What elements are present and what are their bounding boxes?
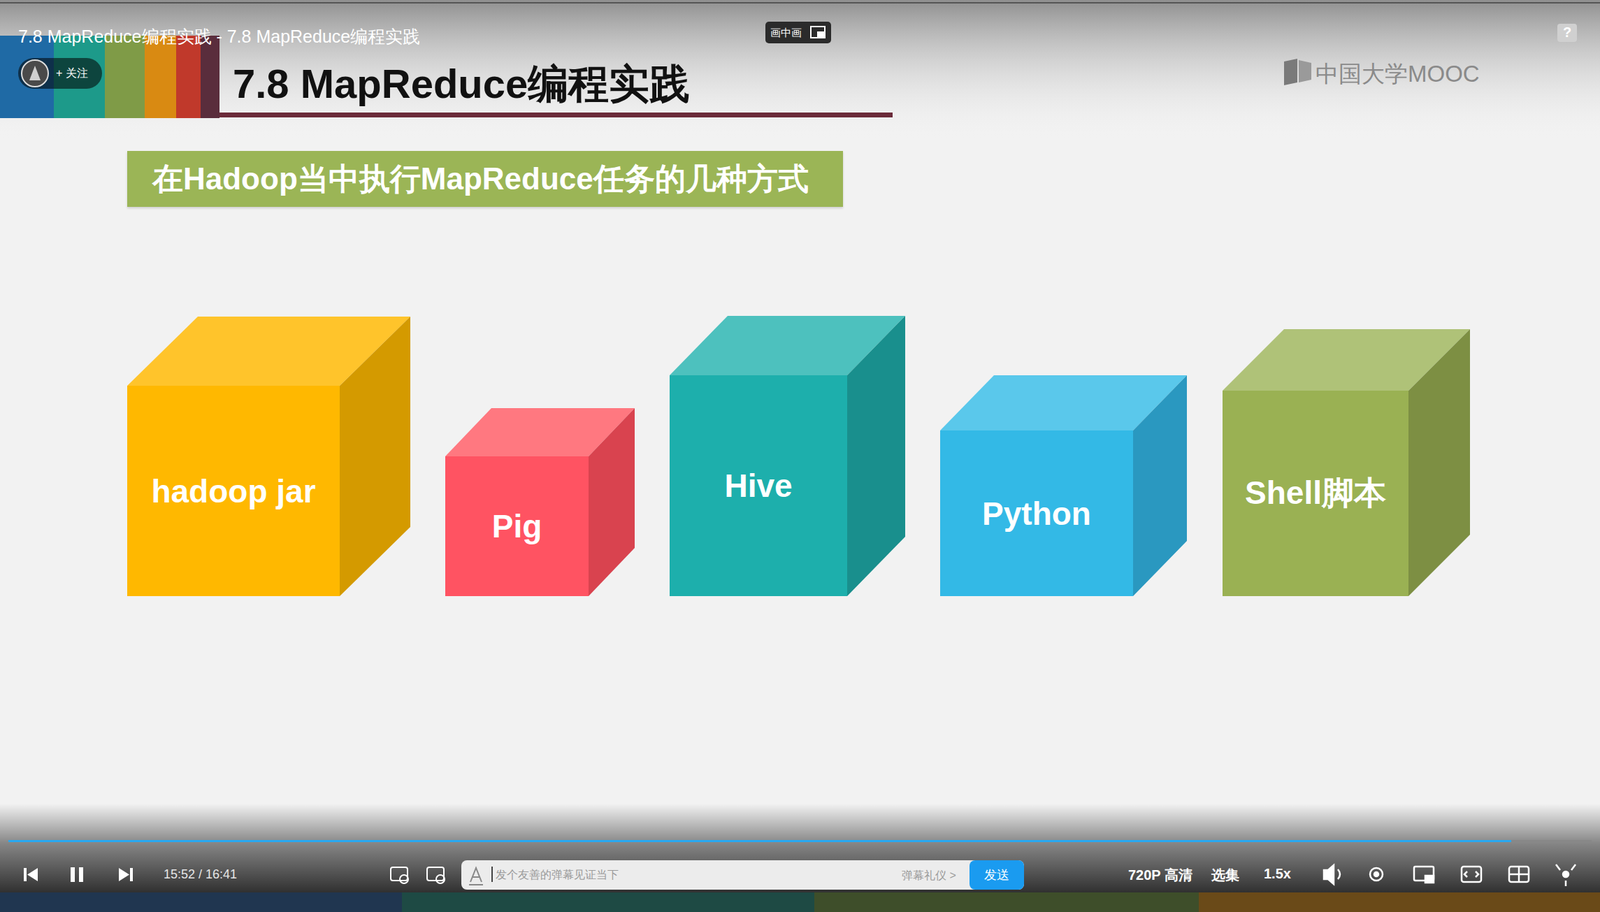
send-button [969,860,1025,890]
follow-pill [18,58,103,89]
danmaku-icons [390,867,445,884]
danmaku-input [461,860,1025,890]
speed-select: 1.5x [1263,866,1292,883]
cube-shape [940,375,1187,597]
avatar [21,60,49,87]
avatar-figure [29,65,41,81]
slide-title: 7.8 MapReduce编程实践 [232,57,690,112]
follow-text: + 关注 [55,66,89,82]
heading-band: 在Hadoop当中执行MapReduce任务的几种方式 [127,150,843,207]
cube-shape [669,315,906,597]
cube-shape [445,408,635,597]
cube-box: Python [940,375,1187,597]
cube-label: Python [940,494,1134,533]
mooc-logo: 中国大学MOOC [1315,58,1480,91]
mooc-logo-icon [1284,58,1312,86]
input-caret [491,866,493,883]
danmaku-rules: 弹幕礼仪 > [901,868,957,884]
player-icons [23,867,133,883]
top-edge [0,2,1600,4]
danmaku-placeholder: 发个友善的弹幕见证当下 [495,868,619,883]
pip-icon [810,26,825,38]
title-stripes [0,35,220,119]
help-icon-bg [1557,23,1577,42]
help-icon: ? [1557,24,1577,41]
send-text: 发送 [969,866,1025,884]
cube-label: Shell脚本 [1222,471,1409,516]
cube-box: Hive [669,315,906,597]
pip-text: 画中画 [770,26,802,40]
cube-shape [127,316,411,597]
cube-box: Shell脚本 [1222,329,1470,597]
cube-box: Pig [445,408,635,597]
quality-select: 720P 高清 [1128,866,1193,885]
control-shade [0,803,1600,893]
pip-button [765,21,832,44]
cube-shape [1222,329,1470,597]
right-icons [1323,864,1576,887]
video-title: 7.8 MapReduce编程实践 - 7.8 MapReduce编程实践 [18,25,421,49]
cube-label: Hive [669,466,848,505]
title-underline [219,112,893,118]
band-text: 在Hadoop当中执行MapReduce任务的几种方式 [127,150,843,207]
top-shade [0,0,1600,140]
episode-select: 选集 [1211,866,1240,885]
cube-label: Pig [445,507,589,546]
font-icon [469,868,484,885]
progress-played [8,840,1512,843]
bottom-strip [0,892,1600,912]
progress-rest [1511,840,1592,843]
time-display: 15:52 / 16:41 [163,867,237,883]
cube-box: hadoop jar [127,316,411,597]
cube-label: hadoop jar [127,472,340,511]
